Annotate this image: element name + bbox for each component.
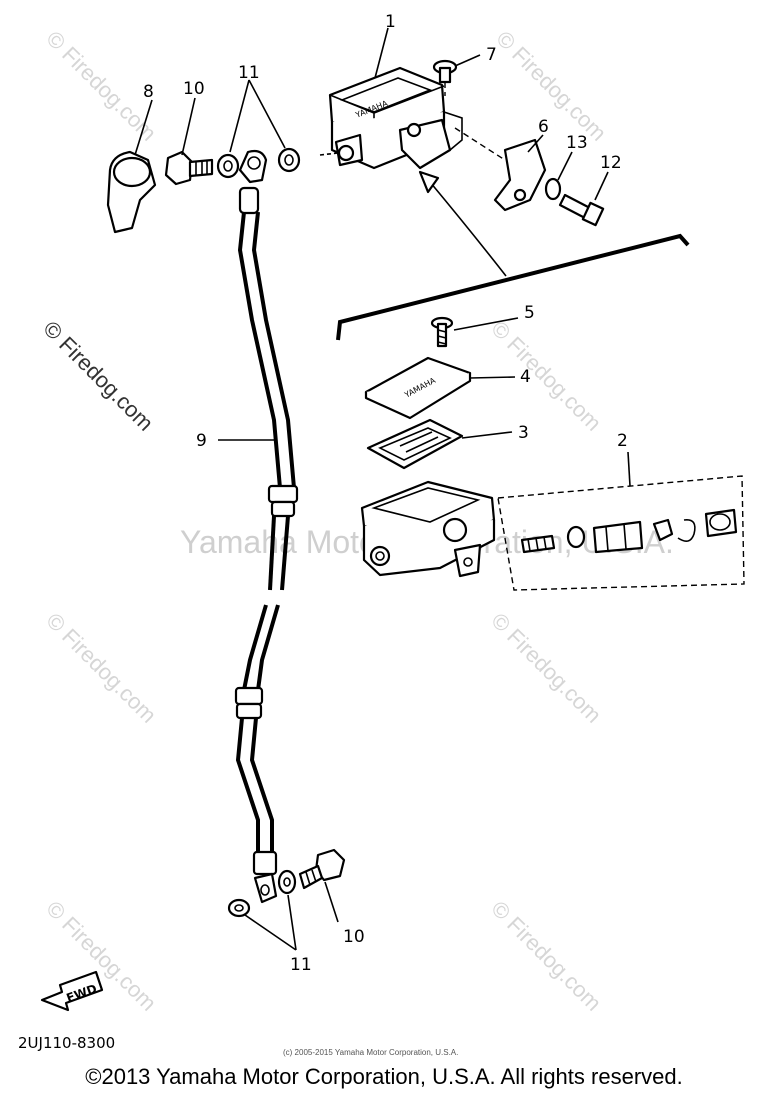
arrow-head (418, 170, 440, 194)
watermark-firedog: © Firedog.com (486, 316, 606, 436)
brake-hose-9 (234, 149, 299, 904)
label-part-11-top: 11 (238, 63, 260, 83)
label-part-4: 4 (520, 367, 531, 387)
footer-copyright: ©2013 Yamaha Motor Corporation, U.S.A. A… (85, 1064, 683, 1089)
label-part-2: 2 (617, 431, 628, 451)
exploded-view-arrow (429, 181, 507, 277)
reservoir-cap-4: YAMAHA (364, 356, 472, 420)
label-part-1: 1 (385, 12, 396, 32)
watermark-firedog: © Firedog.com (41, 608, 161, 728)
watermark-firedog: © Firedog.com (486, 608, 606, 728)
bolt-7 (432, 59, 458, 96)
boot-8 (106, 150, 157, 234)
label-part-9: 9 (196, 431, 207, 451)
union-bolt-10-top (164, 150, 214, 186)
watermark-firedog: © Firedog.com (38, 316, 158, 436)
watermark-firedog: © Firedog.com (491, 26, 611, 146)
label-part-11-bottom: 11 (290, 955, 312, 975)
label-part-8: 8 (143, 82, 154, 102)
small-copyright: (c) 2005-2015 Yamaha Motor Corporation, … (283, 1048, 458, 1057)
label-part-3: 3 (518, 423, 529, 443)
union-bolt-10-bottom (298, 848, 346, 890)
label-part-10-bottom: 10 (343, 927, 365, 947)
part-number-labels: 1 2 3 4 5 6 7 8 9 10 10 11 11 12 13 (143, 12, 628, 975)
holder-6 (454, 127, 547, 212)
screw-5 (430, 316, 454, 348)
label-part-6: 6 (538, 117, 549, 137)
label-part-13: 13 (566, 133, 588, 153)
bolt-12 (558, 193, 605, 227)
label-part-12: 12 (600, 153, 622, 173)
master-cylinder-body (360, 480, 496, 578)
washers-11-top (216, 147, 301, 179)
leader-lines (134, 27, 631, 951)
master-cylinder-assembly: YAMAHA (319, 66, 463, 170)
watermark-firedog: © Firedog.com (486, 896, 606, 1016)
forward-arrow: FWD (40, 970, 104, 1012)
washers-11-bottom (227, 869, 297, 918)
exploded-view-bracket (336, 233, 690, 341)
label-part-7: 7 (486, 45, 497, 65)
washer-13 (544, 177, 562, 201)
diagram-code: 2UJ110-8300 (18, 1034, 115, 1052)
piston-kit-2 (497, 475, 745, 591)
label-part-10-top: 10 (183, 79, 205, 99)
label-part-5: 5 (524, 303, 535, 323)
forward-arrow-icon (40, 970, 104, 1012)
diaphragm-3 (366, 418, 464, 470)
